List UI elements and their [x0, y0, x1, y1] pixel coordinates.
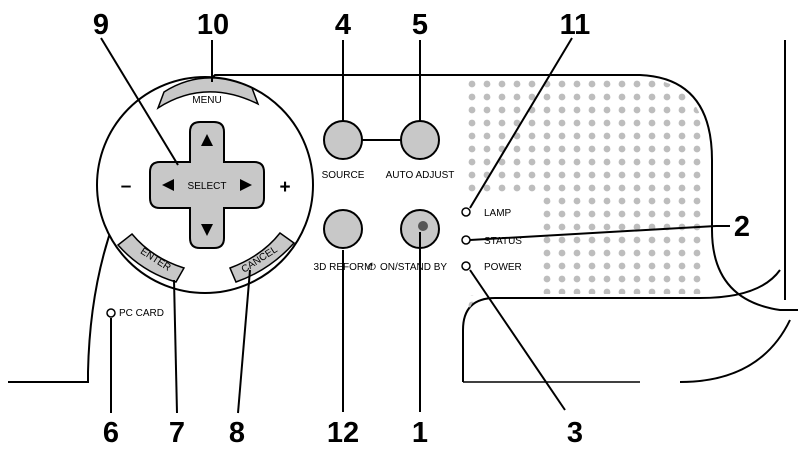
power-indicator-label: POWER — [484, 262, 522, 273]
arrow-right-icon[interactable] — [240, 179, 252, 191]
pc-card-indicator-label: PC CARD — [119, 308, 164, 319]
callout-number: 10 — [197, 9, 229, 41]
3d-reform-button[interactable] — [323, 209, 363, 249]
callout-number: 6 — [103, 417, 119, 449]
auto-adjust-button-label: AUTO ADJUST — [386, 170, 455, 181]
callout-number: 7 — [169, 417, 185, 449]
arrow-up-icon[interactable] — [201, 134, 213, 146]
arrow-left-icon[interactable] — [162, 179, 174, 191]
callout-number: 5 — [412, 9, 428, 41]
callout-number: 12 — [327, 417, 359, 449]
callout-number: 2 — [734, 211, 750, 243]
callout-number: 11 — [560, 9, 591, 41]
power-button-led-icon — [418, 221, 428, 231]
plus-label: + — [279, 177, 290, 198]
callout-number: 8 — [229, 417, 245, 449]
callout-leaders — [100, 37, 730, 414]
power-symbol-icon: ⏻ — [368, 262, 376, 273]
pc-card-indicator-icon — [106, 308, 116, 318]
housing-outline — [8, 74, 798, 383]
status-indicator-icon — [461, 235, 471, 245]
callout-number: 4 — [335, 9, 351, 41]
callout-number: 1 — [412, 417, 428, 449]
auto-adjust-button[interactable] — [400, 120, 440, 160]
callout-number: 9 — [93, 9, 109, 41]
source-button-label: SOURCE — [322, 170, 365, 181]
callout-number: 3 — [567, 417, 583, 449]
select-button-label: SELECT — [188, 181, 227, 192]
housing-lower-right — [462, 269, 781, 382]
lamp-indicator-label: LAMP — [484, 208, 512, 219]
power-indicator-icon — [461, 261, 471, 271]
menu-button-label: MENU — [192, 95, 221, 106]
minus-label: – — [121, 176, 132, 197]
housing-bottom-curve — [679, 319, 791, 383]
lamp-indicator-icon — [461, 207, 471, 217]
source-button[interactable] — [323, 120, 363, 160]
arrow-down-icon[interactable] — [201, 224, 213, 236]
menu-button[interactable]: MENU — [156, 77, 260, 110]
power-button-label: ON/STAND BY — [380, 262, 447, 273]
select-cross-pad[interactable]: SELECT — [149, 121, 265, 249]
status-indicator-label: STATUS — [484, 236, 522, 247]
